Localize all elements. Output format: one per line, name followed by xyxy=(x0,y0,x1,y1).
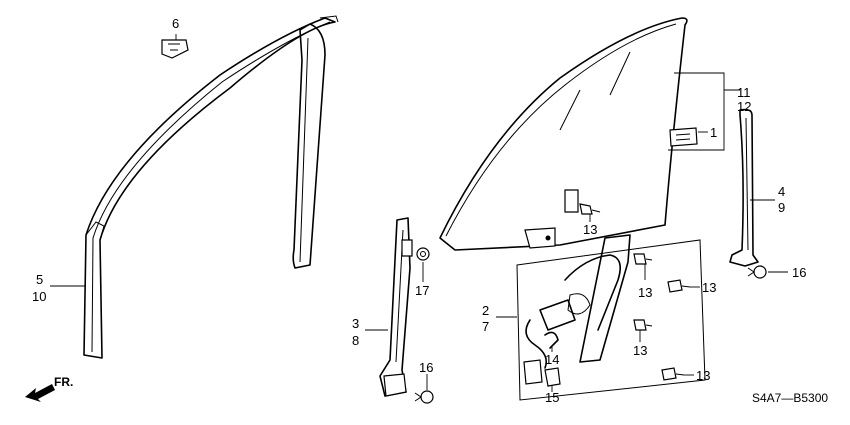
bolt-13c xyxy=(667,279,691,293)
callout-13-b: 13 xyxy=(638,285,652,300)
bolt-13b xyxy=(633,253,653,265)
callout-7: 7 xyxy=(482,319,489,334)
front-direction-label: FR. xyxy=(54,375,73,389)
diagram-code: S4A7—B5300 xyxy=(752,391,828,405)
callout-9: 9 xyxy=(778,200,785,215)
regulator-assembly xyxy=(516,234,706,401)
callout-13-c: 13 xyxy=(702,280,716,295)
callout-11: 11 xyxy=(737,85,751,100)
sash-channel xyxy=(379,217,413,397)
leader-lines xyxy=(50,34,788,392)
run-channel-front xyxy=(83,15,339,359)
callout-8: 8 xyxy=(352,333,359,348)
callout-16-b: 16 xyxy=(419,360,433,375)
callout-1: 1 xyxy=(710,125,717,140)
callout-4: 4 xyxy=(778,184,785,199)
glass-tab xyxy=(669,127,698,147)
bolt-13e xyxy=(661,367,685,381)
bolt-17 xyxy=(416,247,430,261)
bolt-16a xyxy=(747,265,767,279)
bolt-13a xyxy=(579,203,601,215)
callout-17: 17 xyxy=(415,283,429,298)
callout-16-a: 16 xyxy=(792,265,806,280)
run-channel-rear xyxy=(729,108,759,267)
callout-12: 12 xyxy=(737,99,751,114)
callout-5: 5 xyxy=(36,272,43,287)
callout-6: 6 xyxy=(172,16,179,31)
clip-15 xyxy=(544,367,561,387)
callout-2: 2 xyxy=(482,303,489,318)
callout-3: 3 xyxy=(352,316,359,331)
bolt-13d xyxy=(633,319,653,331)
harness-clip-14 xyxy=(544,331,559,349)
front-direction-arrow-icon xyxy=(25,384,55,402)
callout-13-e: 13 xyxy=(696,368,710,383)
callout-15: 15 xyxy=(545,390,559,405)
callout-13-a: 13 xyxy=(583,222,597,237)
callout-14: 14 xyxy=(545,352,559,367)
door-glass xyxy=(439,17,688,251)
bolt-16b xyxy=(414,390,434,404)
callout-13-d: 13 xyxy=(633,343,647,358)
callout-10: 10 xyxy=(32,289,46,304)
channel-clip xyxy=(161,39,189,59)
